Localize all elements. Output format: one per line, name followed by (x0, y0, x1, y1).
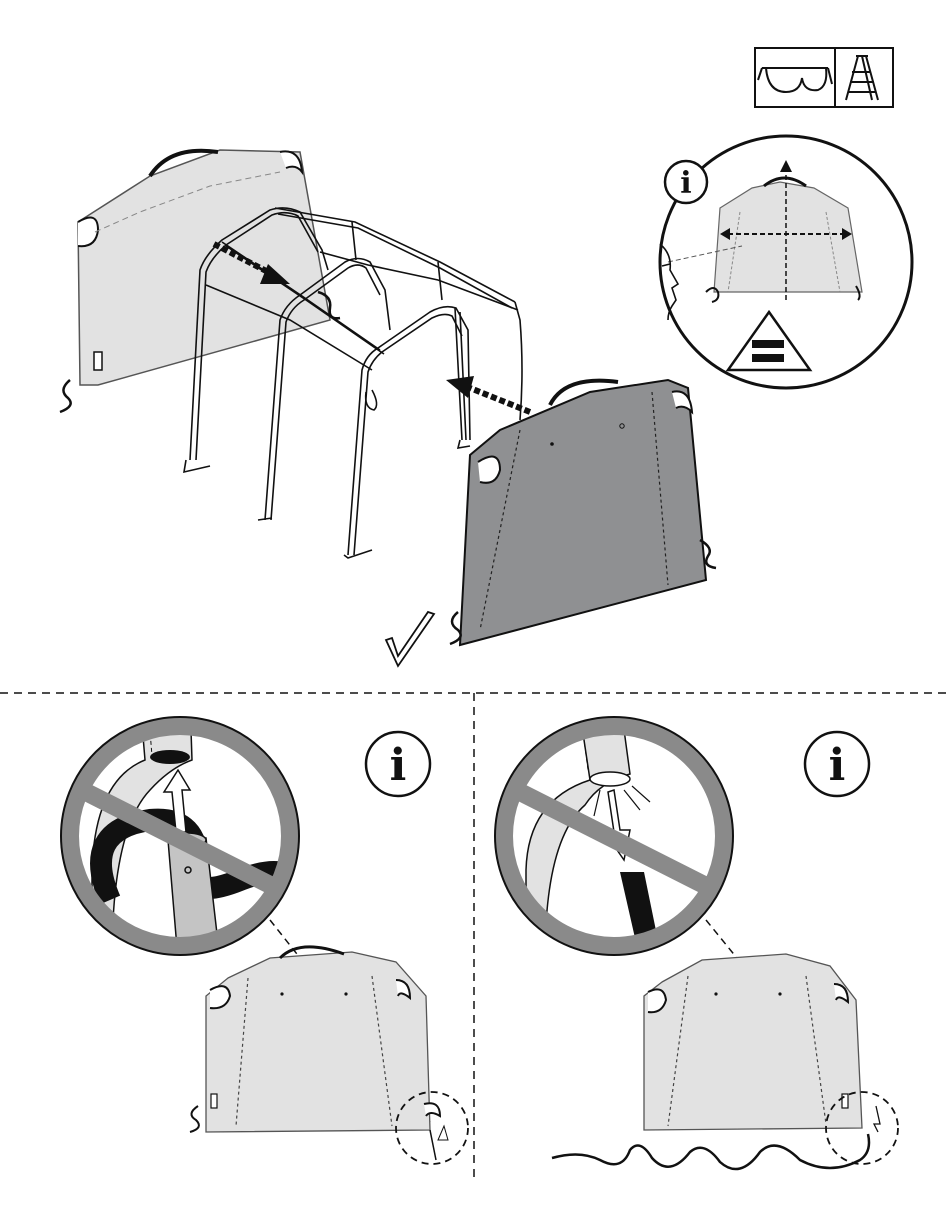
info-badge-symbol: i (390, 740, 407, 791)
install-direction-arrow-rear (446, 376, 530, 412)
info-icon: i (665, 161, 707, 203)
rear-cover-panel (450, 380, 716, 645)
symmetry-detail-callout: i (660, 136, 912, 388)
loose-rope (552, 1134, 869, 1169)
incorrect-rope-pull-up-panel: i (61, 700, 468, 1164)
rope-detail-callout (61, 700, 300, 960)
safety-icons-box (755, 48, 893, 107)
incorrect-rope-pull-down-panel: i (495, 700, 898, 1169)
info-icon: i (366, 732, 430, 796)
info-badge-symbol: i (829, 740, 846, 791)
cover-panel-small (190, 947, 468, 1164)
info-badge-symbol: i (680, 166, 691, 201)
checkmark-icon (386, 612, 434, 666)
cover-panel-small (644, 954, 898, 1164)
rope-detail-callout (495, 700, 733, 960)
info-icon: i (805, 732, 869, 796)
